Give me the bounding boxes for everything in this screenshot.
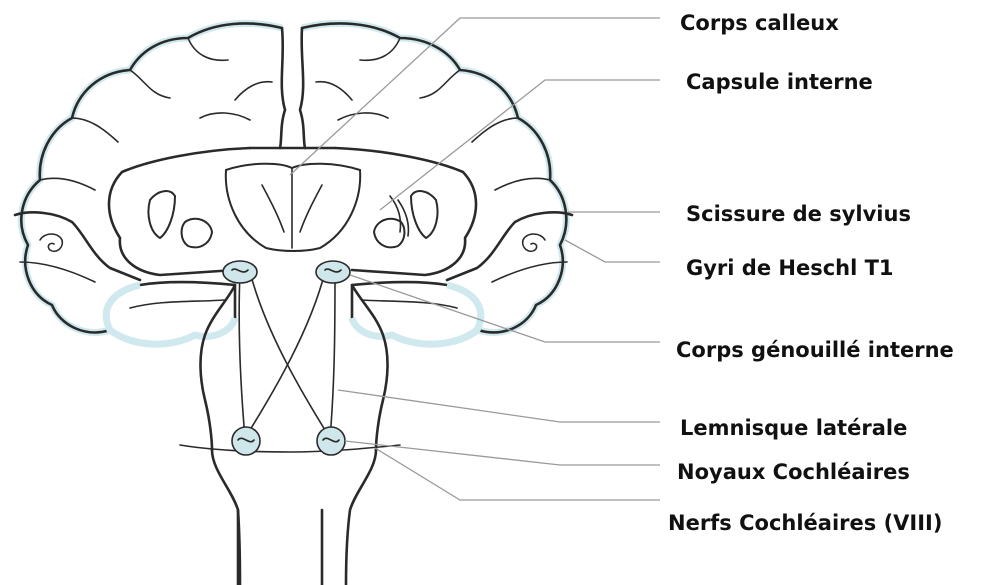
label-noyaux-cochleaires: Noyaux Cochléaires bbox=[677, 462, 910, 483]
label-lemnisque: Lemnisque latérale bbox=[680, 418, 907, 439]
leader-corps-calleux bbox=[290, 18, 660, 175]
left-lemniscus-fiber bbox=[239, 272, 245, 438]
temporal-lobes bbox=[106, 282, 481, 344]
corpus-callosum-region bbox=[226, 164, 360, 251]
medulla-right-edge bbox=[346, 450, 376, 585]
label-scissure-sylvius: Scissure de sylvius bbox=[686, 204, 911, 225]
lateral-ventricles bbox=[226, 164, 360, 251]
right-heschl-spiral bbox=[523, 234, 545, 251]
medulla-left-edge bbox=[212, 450, 240, 585]
label-corps-calleux: Corps calleux bbox=[680, 13, 839, 34]
leader-lines bbox=[290, 18, 660, 500]
left-medial-geniculate bbox=[223, 261, 257, 283]
label-capsule-interne: Capsule interne bbox=[686, 72, 873, 93]
right-lemniscus-fiber bbox=[330, 272, 335, 438]
left-inner-outline bbox=[109, 148, 250, 275]
right-inner-outline bbox=[335, 148, 476, 275]
auditory-pathway bbox=[223, 261, 350, 455]
right-cochlear-nucleus bbox=[317, 427, 345, 455]
interhemispheric-fissure bbox=[280, 28, 305, 148]
leader-lemnisque bbox=[338, 390, 660, 422]
left-heschl-spiral bbox=[40, 234, 62, 251]
label-corps-genouille: Corps génouillé interne bbox=[676, 340, 954, 361]
label-gyri-heschl: Gyri de Heschl T1 bbox=[686, 258, 894, 279]
leader-noyaux bbox=[345, 441, 660, 465]
label-nerfs-cochleaires: Nerfs Cochléaires (VIII) bbox=[668, 513, 942, 534]
left-cochlear-nucleus bbox=[232, 427, 260, 455]
leader-nerfs bbox=[375, 448, 660, 500]
left-globus bbox=[182, 219, 212, 248]
left-putamen bbox=[148, 191, 175, 238]
right-medial-geniculate bbox=[316, 261, 350, 283]
right-putamen bbox=[411, 191, 438, 238]
right-temporal-fold bbox=[492, 262, 567, 282]
leader-gyri-heschl bbox=[565, 240, 660, 262]
